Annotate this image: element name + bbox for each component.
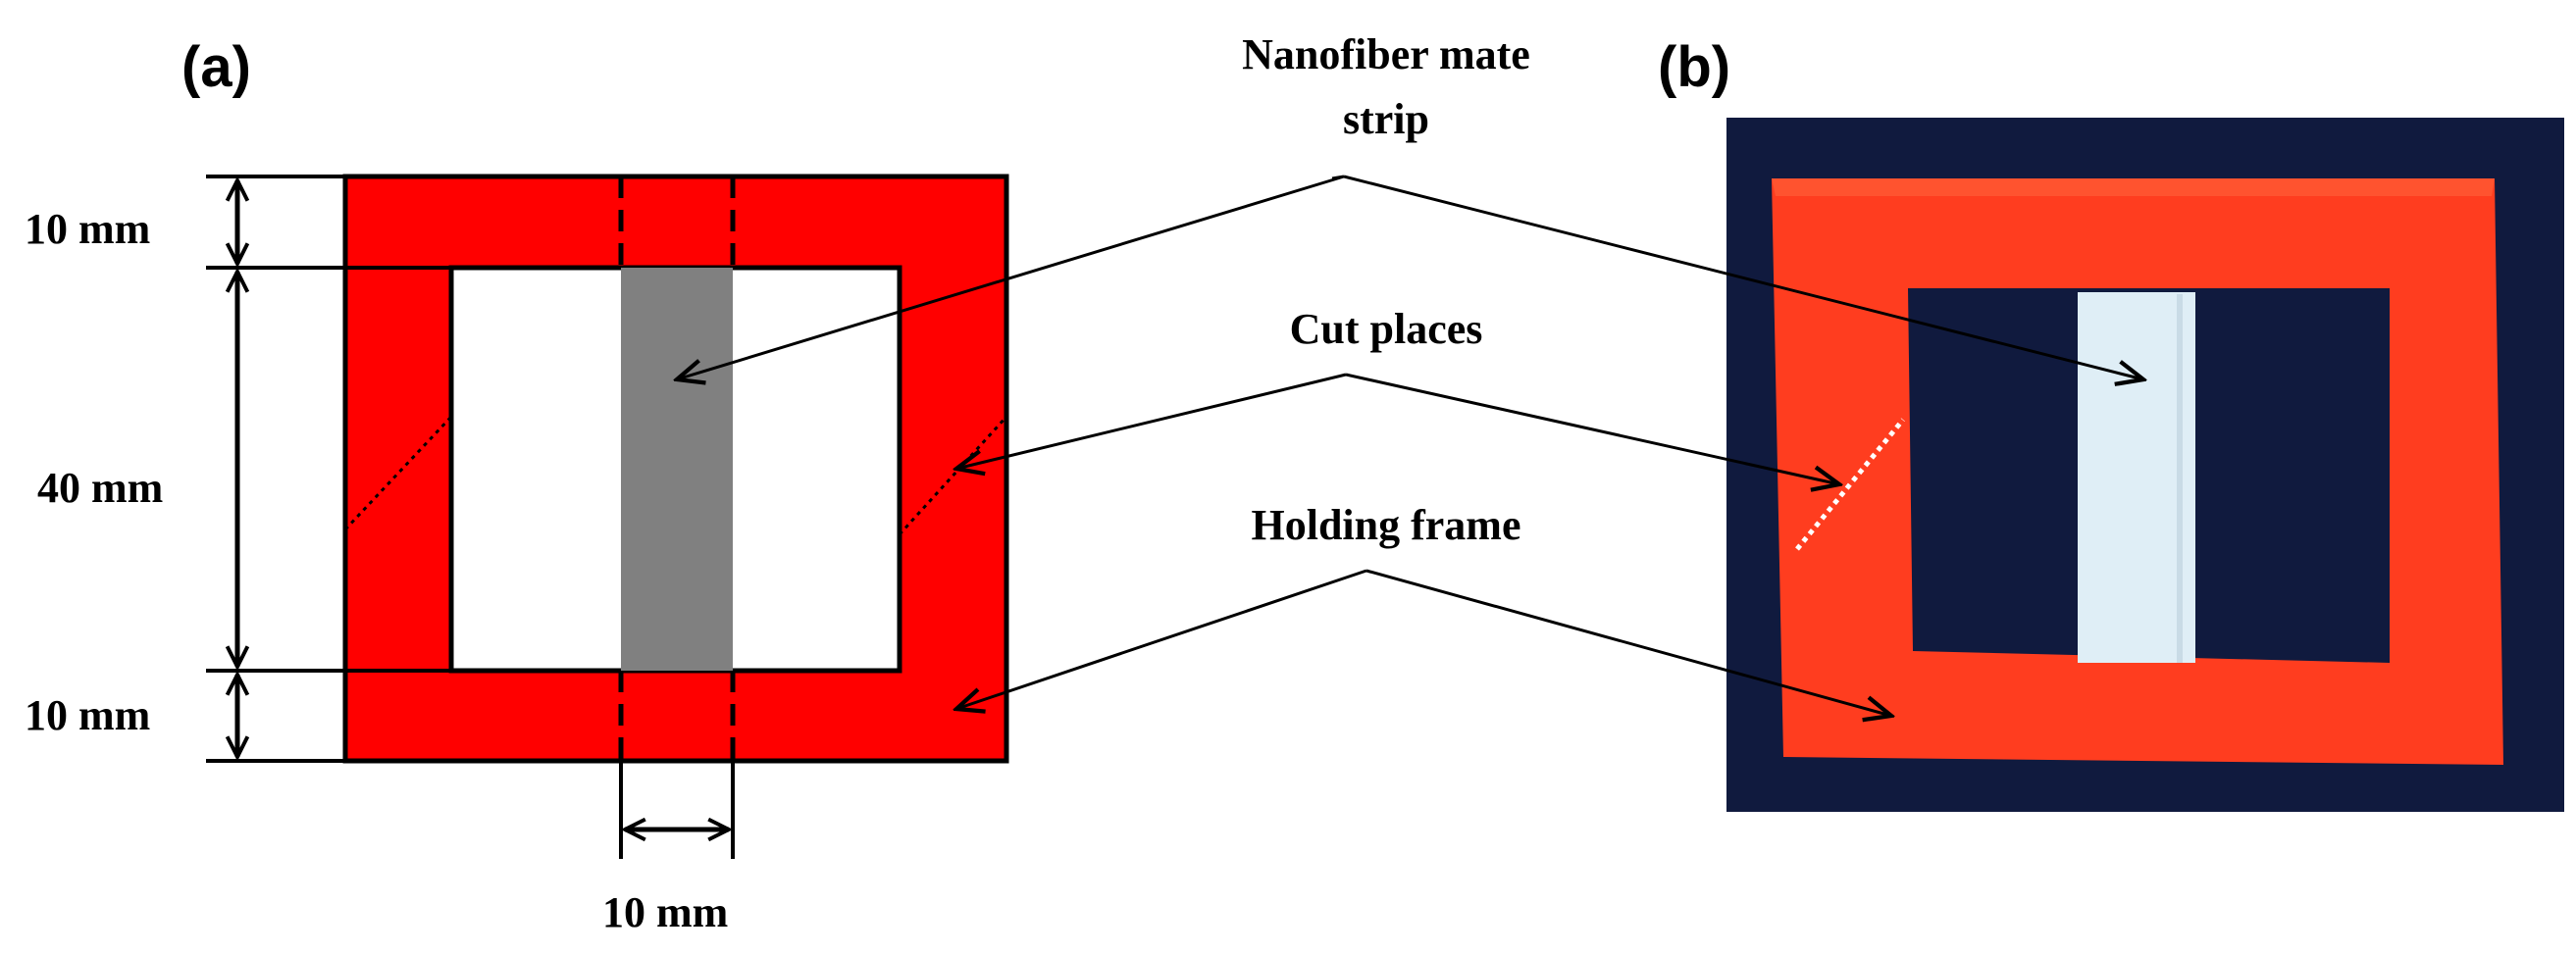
dim-label-bottom: 10 mm: [25, 691, 150, 739]
schematic-nanofiber-strip: [621, 268, 733, 671]
panel-b-photo: (b): [1658, 35, 2564, 812]
arrow-frame-to-schematic: [956, 569, 1367, 709]
dim-label-window: 40 mm: [37, 464, 163, 512]
callout-nanofiber-line1: Nanofiber mate: [1242, 30, 1530, 78]
callouts: Nanofiber mate strip Cut places Holding …: [677, 30, 2143, 716]
photo-cut-place: [1795, 418, 1905, 551]
panel-b-label: (b): [1658, 35, 1730, 99]
dimension-extension-lines: [206, 175, 735, 859]
photo-holding-frame: [1772, 178, 2503, 765]
strip-guide-dashes: [618, 176, 736, 761]
callout-holding-frame: Holding frame: [1252, 501, 1521, 549]
dim-label-strip: 10 mm: [602, 888, 728, 936]
photo-nanofiber-strip: [2078, 292, 2195, 663]
arrow-frame-to-photo: [1365, 569, 1891, 716]
callout-nanofiber-line2: strip: [1343, 95, 1429, 143]
dim-label-top: 10 mm: [25, 205, 150, 253]
panel-a-schematic: (a) 10 mm: [25, 35, 1009, 936]
arrow-cut-to-photo: [1345, 373, 1839, 484]
arrow-cut-to-schematic: [956, 373, 1347, 469]
schematic-holding-frame: [342, 174, 1009, 764]
callout-cut-places: Cut places: [1290, 305, 1483, 353]
panel-a-label: (a): [181, 35, 251, 99]
arrow-nanofiber-to-photo: [1343, 175, 2143, 379]
